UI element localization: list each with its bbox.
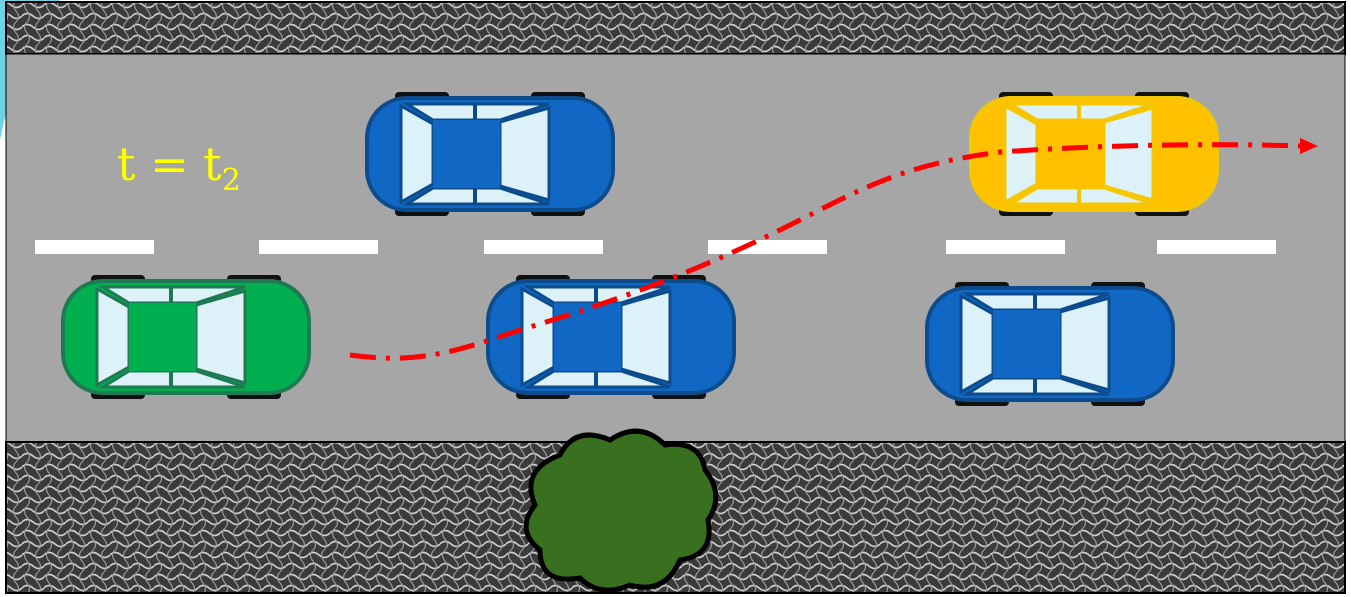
lane-dash: [708, 240, 827, 254]
roof: [1037, 120, 1104, 188]
car-top-yellow: [971, 92, 1217, 216]
roof: [554, 303, 621, 371]
windshield: [196, 291, 245, 383]
roof: [433, 120, 500, 188]
car-bottom-green: [63, 275, 309, 399]
roof: [129, 303, 196, 371]
lane-dash: [1157, 240, 1276, 254]
rear-window: [97, 289, 129, 385]
windshield: [1060, 298, 1109, 390]
car-bottom-blue-middle: [488, 275, 734, 399]
rear-window: [961, 296, 993, 392]
lane-dash: [35, 240, 154, 254]
car-top-blue: [367, 92, 613, 216]
lane-dash: [946, 240, 1065, 254]
rear-window: [401, 106, 433, 202]
lane-dash: [259, 240, 378, 254]
windshield: [1104, 108, 1153, 200]
roof: [993, 310, 1060, 378]
top-sidewalk: [6, 2, 1345, 54]
windshield: [500, 108, 549, 200]
rear-window: [522, 289, 554, 385]
car-bottom-blue-right: [927, 282, 1173, 406]
lane-dash: [484, 240, 603, 254]
windshield: [621, 291, 670, 383]
rear-window: [1005, 106, 1037, 202]
